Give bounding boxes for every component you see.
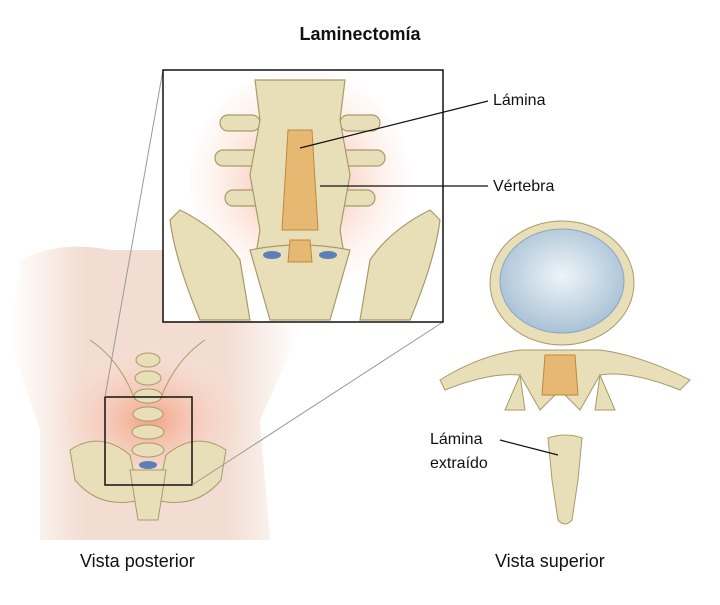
removed-lamina xyxy=(547,434,583,525)
label-lamina: Lámina xyxy=(493,92,546,109)
zoom-line xyxy=(104,69,164,398)
label-removed-lamina-1: Lámina xyxy=(430,431,483,448)
caption-posterior-view: Vista posterior xyxy=(80,551,195,571)
inset-frame xyxy=(162,69,444,323)
leader-line-lamina xyxy=(299,100,489,149)
label-removed-lamina-2: extraído xyxy=(430,455,488,472)
vertebra-superior-view xyxy=(439,220,691,411)
inset-close-up xyxy=(164,70,442,321)
leader-line-removed-lamina xyxy=(499,439,559,456)
zoom-line xyxy=(191,321,444,486)
diagram-title: Laminectomía xyxy=(299,24,421,44)
focus-box xyxy=(104,396,193,486)
caption-superior-view: Vista superior xyxy=(495,551,605,571)
label-vertebra: Vértebra xyxy=(493,178,555,195)
